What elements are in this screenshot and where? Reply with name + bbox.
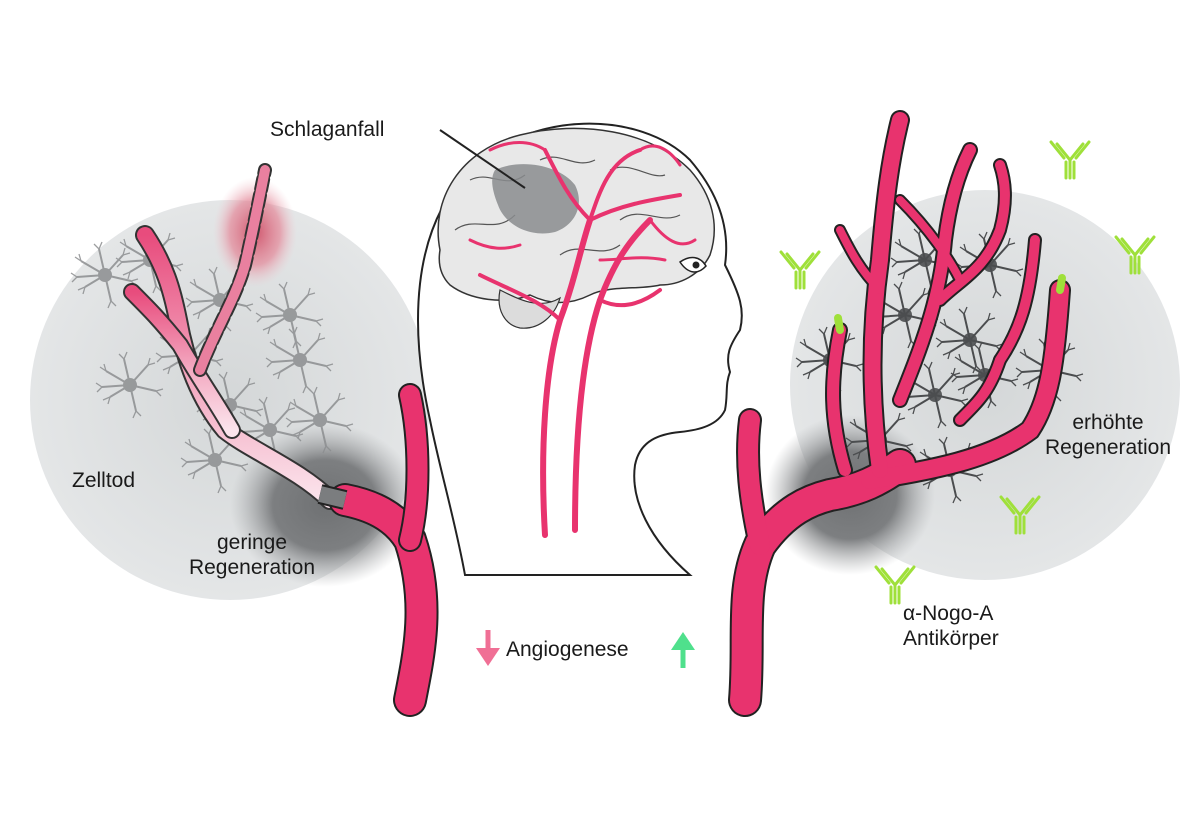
stroke-leader-line bbox=[439, 129, 526, 189]
arrow-up-icon bbox=[671, 632, 695, 668]
vessel-tree-right bbox=[728, 110, 1071, 717]
low-regeneration-label: geringe Regeneration bbox=[182, 530, 322, 580]
angiogenesis-label: Angiogenese bbox=[506, 638, 629, 661]
faded-vessel-left bbox=[123, 163, 340, 510]
left-panel bbox=[30, 163, 439, 717]
brain-vessels bbox=[468, 141, 697, 538]
antibody-icon bbox=[1049, 140, 1091, 180]
antibody-icon bbox=[779, 250, 821, 290]
antibody-line-2: Antikörper bbox=[903, 627, 999, 650]
low-regeneration-line-2: Regeneration bbox=[188, 556, 316, 579]
antibody-label: α-Nogo-A Antikörper bbox=[903, 601, 999, 651]
head-profile bbox=[417, 122, 743, 576]
high-regeneration-line-1: erhöhte bbox=[1072, 411, 1144, 434]
high-regeneration-label: erhöhte Regeneration bbox=[1033, 410, 1183, 460]
low-regeneration-line-1: geringe bbox=[216, 531, 288, 554]
cell-death-label: Zelltod bbox=[72, 469, 136, 492]
arrow-down-icon bbox=[476, 630, 500, 666]
antibody-line-1: α-Nogo-A bbox=[903, 602, 994, 625]
right-panel bbox=[728, 110, 1180, 717]
vessel-stem-left bbox=[317, 383, 439, 717]
stroke-label: Schlaganfall bbox=[270, 118, 385, 141]
antibody-icon bbox=[874, 565, 916, 605]
high-regeneration-line-2: Regeneration bbox=[1044, 436, 1172, 459]
cerebellum bbox=[498, 289, 562, 329]
